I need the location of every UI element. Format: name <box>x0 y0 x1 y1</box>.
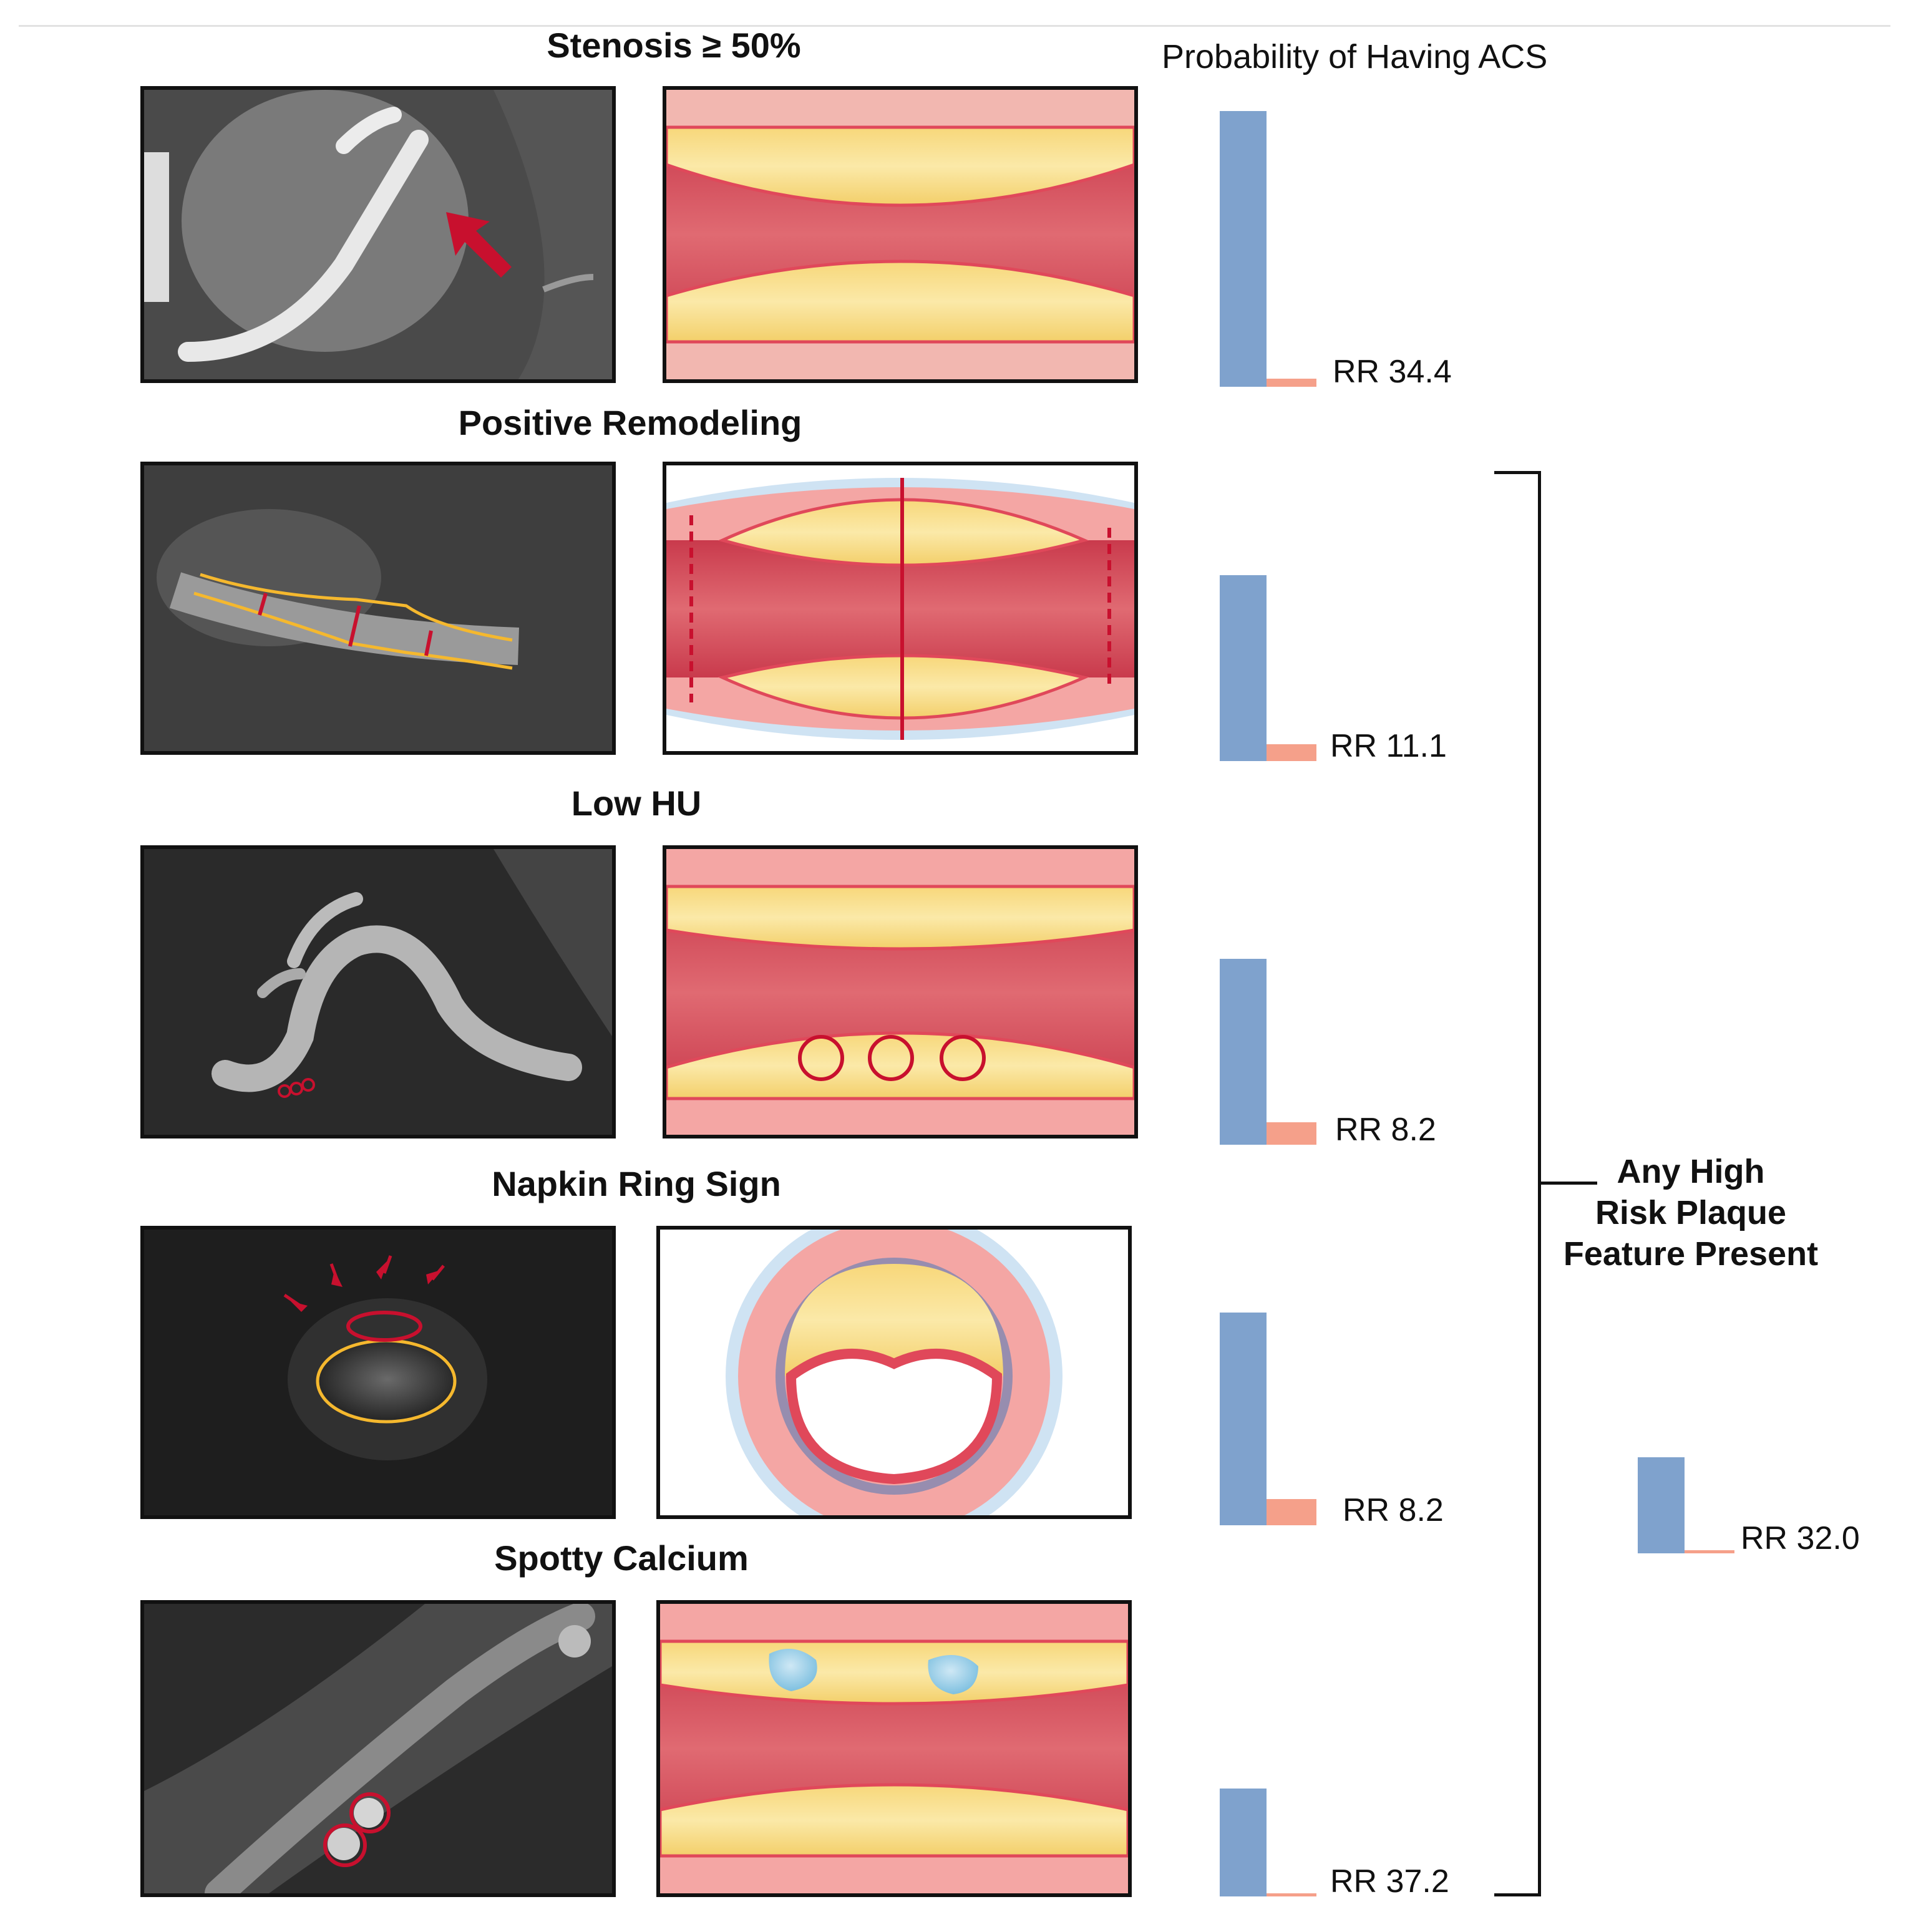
rr-label-positive-remodeling: RR 11.1 <box>1330 728 1447 764</box>
bar-absent-spotty-calcium <box>1267 1893 1316 1896</box>
top-divider <box>19 25 1890 27</box>
bar-chart-spotty-calcium: RR 37.2 <box>1185 1603 1449 1900</box>
calcium-nodule-2 <box>928 1655 978 1694</box>
ct-image-low-hu <box>140 845 616 1138</box>
ct-image-stenosis <box>140 86 616 383</box>
any-high-risk-label: Any High Risk Plaque Feature Present <box>1563 1153 1819 1273</box>
rr-label-napkin-ring: RR 8.2 <box>1343 1492 1444 1528</box>
rr-label-any-high-risk: RR 32.0 <box>1741 1520 1860 1556</box>
arrow-icon <box>446 212 515 281</box>
rr-label-stenosis: RR 34.4 <box>1333 354 1452 390</box>
bar-present-low-hu <box>1220 959 1267 1145</box>
bar-absent-napkin-ring <box>1267 1499 1316 1525</box>
illustration-napkin-ring <box>656 1226 1132 1519</box>
bar-chart-low-hu: RR 8.2 <box>1185 852 1447 1148</box>
panel-title-low-hu: Low HU <box>571 784 702 823</box>
ct-image-napkin-ring <box>140 1226 616 1519</box>
bar-chart-stenosis: RR 34.4 <box>1185 94 1452 390</box>
calcium-nodule-1 <box>769 1649 817 1691</box>
bar-absent-low-hu <box>1267 1122 1316 1145</box>
bar-absent-stenosis <box>1267 379 1316 387</box>
chart-title: Probability of Having ACS <box>1162 38 1548 75</box>
bar-chart-napkin-ring: RR 8.2 <box>1185 1232 1447 1528</box>
ct-image-positive-remodeling <box>140 462 616 755</box>
illustration-spotty-calcium <box>656 1600 1132 1897</box>
panel-title-spotty-calcium: Spotty Calcium <box>494 1538 749 1578</box>
illustration-stenosis <box>663 86 1138 383</box>
bracket-tick <box>1541 1182 1597 1185</box>
rr-label-low-hu: RR 8.2 <box>1335 1112 1436 1148</box>
bar-present-stenosis <box>1220 111 1267 387</box>
bar-chart-positive-remodeling: RR 11.1 <box>1185 468 1447 764</box>
bar-absent-any-high-risk <box>1685 1550 1734 1553</box>
panel-title-napkin-ring: Napkin Ring Sign <box>492 1164 781 1203</box>
rr-label-spotty-calcium: RR 37.2 <box>1330 1863 1449 1900</box>
bar-present-napkin-ring <box>1220 1313 1267 1525</box>
illustration-positive-remodeling <box>663 462 1138 755</box>
bar-present-any-high-risk <box>1638 1457 1685 1553</box>
bar-absent-positive-remodeling <box>1267 744 1316 761</box>
illustration-low-hu <box>663 845 1138 1138</box>
panel-title-positive-remodeling: Positive Remodeling <box>458 403 802 442</box>
ct-image-spotty-calcium <box>140 1600 616 1897</box>
bar-present-spotty-calcium <box>1220 1789 1267 1896</box>
bar-chart-any-high-risk: RR 32.0 <box>1603 1341 1865 1556</box>
panel-title-stenosis: Stenosis ≥ 50% <box>547 26 801 65</box>
bar-present-positive-remodeling <box>1220 575 1267 761</box>
bracket <box>1494 471 1541 1896</box>
